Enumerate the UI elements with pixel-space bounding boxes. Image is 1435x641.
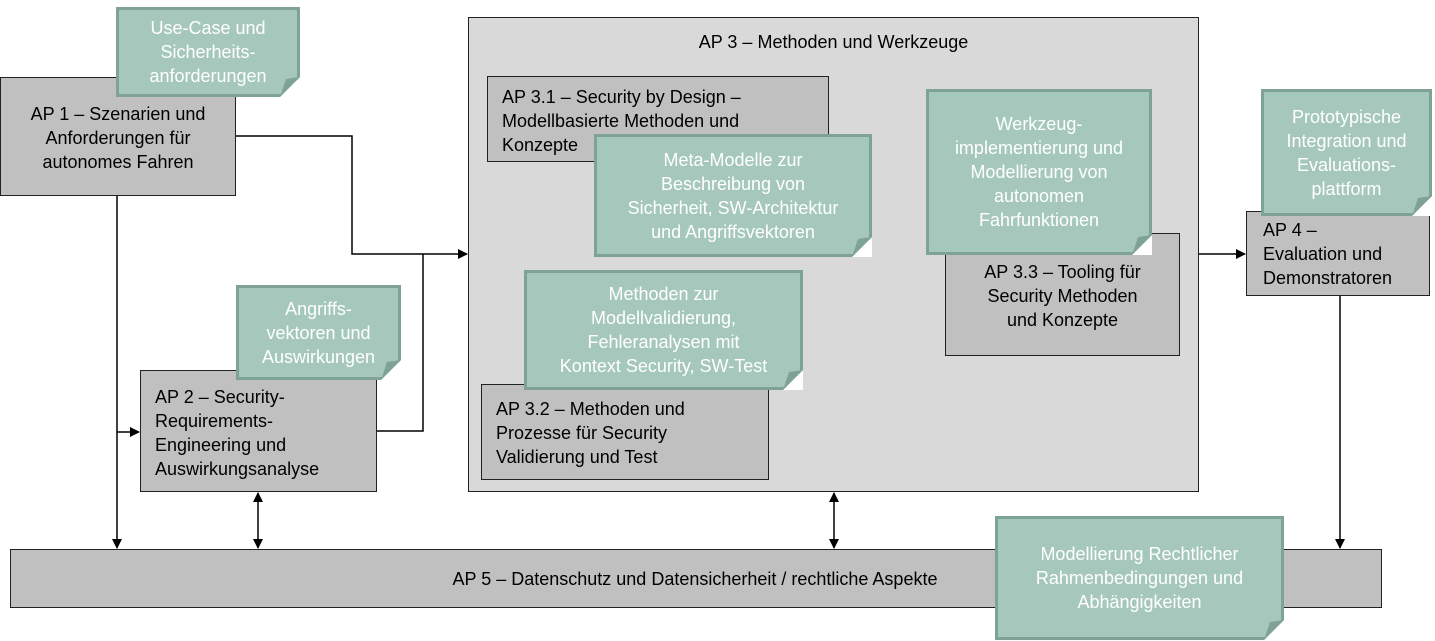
note-fold-corner [381, 360, 401, 380]
ap33-label: AP 3.3 – Tooling für Security Methoden u… [984, 262, 1141, 330]
note-werkzeug: Werkzeug- implementierung und Modellieru… [926, 89, 1152, 255]
note-fold-corner [783, 370, 803, 390]
ap32-label: AP 3.2 – Methoden und Prozesse für Secur… [496, 399, 685, 467]
note-fold-corner [1132, 235, 1152, 255]
ap2-box: AP 2 – Security- Requirements- Engineeri… [140, 370, 377, 492]
note-meta-modelle: Meta-Modelle zur Beschreibung von Sicher… [594, 134, 872, 257]
ap31-label: AP 3.1 – Security by Design – Modellbasi… [502, 87, 741, 155]
note-methoden-validierung: Methoden zur Modellvalidierung, Fehleran… [524, 270, 803, 390]
line-ap2-ap3 [377, 254, 424, 432]
note-fold-corner [280, 77, 300, 97]
ap32-box: AP 3.2 – Methoden und Prozesse für Secur… [481, 384, 769, 480]
ap2-label: AP 2 – Security- Requirements- Engineeri… [155, 387, 320, 479]
note-angriffsvektoren: Angriffs- vektoren und Auswirkungen [236, 285, 401, 380]
note-fold-corner [852, 237, 872, 257]
ap4-label: AP 4 – Evaluation und Demonstratoren [1263, 220, 1393, 288]
ap3-title: AP 3 – Methoden und Werkzeuge [698, 32, 969, 52]
note-modellierung-rechtlich: Modellierung Rechtlicher Rahmenbedingung… [995, 516, 1284, 640]
ap1-label: AP 1 – Szenarien und Anforderungen für a… [30, 104, 206, 172]
ap4-box: AP 4 – Evaluation und Demonstratoren [1246, 211, 1430, 296]
note-fold-corner [1412, 196, 1432, 216]
note-usecase: Use-Case und Sicherheits- anforderungen [116, 7, 300, 97]
arrow-ap1-ap3 [236, 135, 468, 259]
note-prototypische: Prototypische Integration und Evaluation… [1261, 89, 1432, 216]
note-fold-corner [1264, 620, 1284, 640]
ap5-label: AP 5 – Datenschutz und Datensicherheit /… [452, 569, 938, 589]
